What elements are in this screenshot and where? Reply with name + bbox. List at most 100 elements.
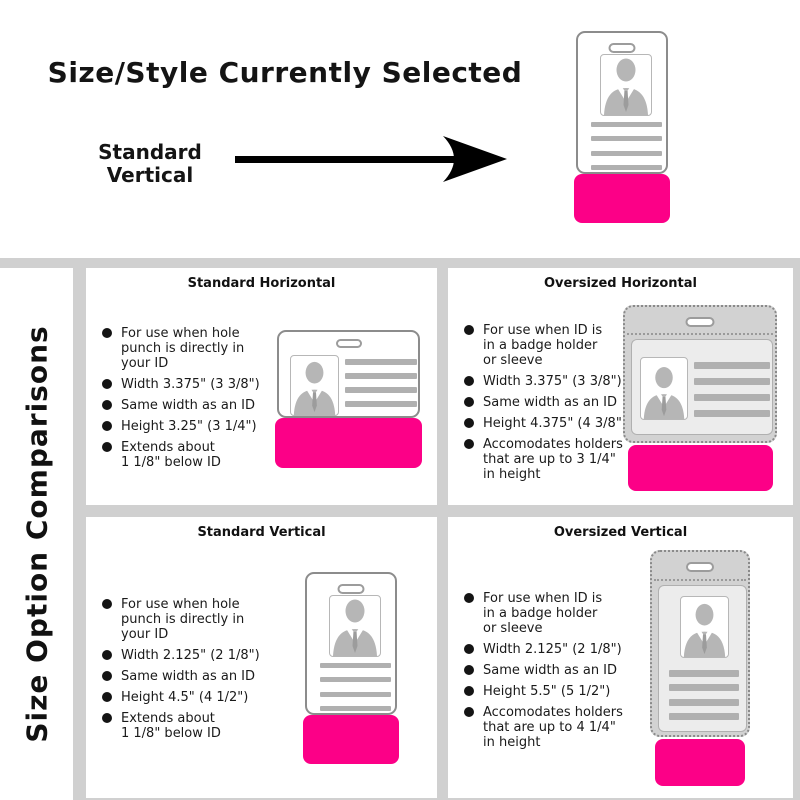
photo-placeholder (600, 54, 652, 116)
quadrant-title: Oversized Vertical (553, 525, 688, 540)
text-line-bar (669, 684, 739, 692)
list-item: Accomodates holders that are up to 4 1/4… (464, 705, 649, 750)
bullet-icon (464, 376, 474, 386)
bullet-icon (464, 644, 474, 654)
text-line-bar (591, 136, 662, 142)
text-line-bar (669, 712, 739, 720)
holder-flap-seam (654, 579, 746, 581)
bullet-icon (102, 400, 112, 410)
feature-list: For use when ID is in a badge holder or … (464, 591, 649, 756)
badge-illustration-oversized-horizontal (623, 305, 779, 492)
list-item: Extends about 1 1/8" below ID (102, 440, 287, 470)
selected-style-label: Standard Vertical (98, 140, 202, 187)
pink-extension (303, 715, 399, 764)
list-item: Width 2.125" (2 1/8") (102, 648, 287, 663)
list-item: For use when hole punch is directly in y… (102, 326, 287, 371)
quadrant-title: Standard Horizontal (187, 276, 336, 291)
text-line-bar (694, 378, 770, 385)
list-item: Height 5.5" (5 1/2") (464, 684, 649, 699)
text-lines (669, 670, 739, 720)
text-line-bar (320, 677, 391, 683)
bullet-icon (102, 599, 112, 609)
person-silhouette-icon (333, 599, 377, 656)
list-item: Same width as an ID (464, 663, 649, 678)
text-line-bar (669, 670, 739, 677)
text-line-bar (320, 705, 391, 711)
pink-extension (574, 174, 670, 223)
person-silhouette-icon (643, 367, 685, 419)
photo-placeholder (640, 357, 688, 420)
badge-illustration-oversized-vertical (650, 550, 752, 787)
text-line-bar (345, 359, 417, 365)
pink-extension (655, 739, 745, 786)
bullet-icon (102, 650, 112, 660)
holder-flap-seam (627, 333, 773, 335)
list-item: Width 3.375" (3 3/8") (102, 377, 287, 392)
text-line-bar (320, 663, 391, 668)
person-silhouette-icon (683, 603, 726, 657)
bullet-icon (102, 442, 112, 452)
badge-holder (650, 550, 750, 737)
list-item: Height 4.5" (4 1/2") (102, 690, 287, 705)
text-line-bar (320, 691, 391, 697)
lanyard-slot (337, 584, 365, 594)
comparison-title: Size Option Comparisons (20, 325, 53, 743)
photo-placeholder (290, 355, 339, 416)
text-line-bar (694, 394, 770, 401)
id-card (305, 572, 397, 715)
photo-placeholder (329, 595, 381, 657)
feature-list: For use when hole punch is directly in y… (102, 326, 287, 476)
list-item: For use when ID is in a badge holder or … (464, 591, 649, 636)
bullet-icon (464, 707, 474, 717)
page-title: Size/Style Currently Selected (47, 56, 523, 89)
list-item: Accomodates holders that are up to 3 1/4… (464, 437, 649, 482)
selected-badge-standard-vertical (574, 31, 670, 223)
badge-illustration-standard-vertical (303, 572, 399, 764)
bullet-icon (464, 325, 474, 335)
feature-list: For use when hole punch is directly in y… (102, 597, 287, 747)
quadrant-title: Standard Vertical (197, 525, 326, 540)
bullet-icon (464, 439, 474, 449)
bullet-icon (102, 713, 112, 723)
person-silhouette-icon (604, 58, 648, 115)
list-item: Height 3.25" (3 1/4") (102, 419, 287, 434)
bullet-icon (464, 665, 474, 675)
text-lines (345, 359, 417, 407)
bullet-icon (102, 692, 112, 702)
list-item: Same width as an ID (102, 669, 287, 684)
quadrant-title: Oversized Horizontal (543, 276, 698, 291)
text-lines (694, 362, 770, 417)
bullet-icon (102, 328, 112, 338)
text-line-bar (591, 150, 662, 156)
arrow-right-icon (235, 136, 507, 182)
bullet-icon (102, 671, 112, 681)
badge-holder (623, 305, 777, 443)
list-item: Same width as an ID (464, 395, 649, 410)
bullet-icon (464, 686, 474, 696)
quadrant-oversized-vertical: Oversized Vertical For use when ID is in… (448, 517, 793, 798)
text-line-bar (694, 410, 770, 417)
text-line-bar (669, 698, 739, 706)
pink-extension (275, 418, 422, 468)
list-item: Same width as an ID (102, 398, 287, 413)
bullet-icon (464, 397, 474, 407)
id-card (277, 330, 420, 418)
bullet-icon (464, 593, 474, 603)
text-line-bar (694, 362, 770, 369)
photo-placeholder (680, 596, 729, 658)
person-silhouette-icon (293, 361, 336, 415)
text-line-bar (345, 373, 417, 379)
list-item: Width 3.375" (3 3/8") (464, 374, 649, 389)
text-lines (320, 663, 391, 711)
badge-illustration-standard-horizontal (275, 330, 423, 470)
text-lines (591, 122, 662, 170)
text-line-bar (345, 401, 417, 407)
comparison-sidebar: Size Option Comparisons (0, 268, 73, 800)
id-card (658, 585, 747, 732)
pink-extension (628, 445, 773, 491)
comparison-section: Size Option Comparisons Standard Horizon… (0, 258, 800, 800)
list-item: Width 2.125" (2 1/8") (464, 642, 649, 657)
list-item: Extends about 1 1/8" below ID (102, 711, 287, 741)
id-card (576, 31, 668, 174)
